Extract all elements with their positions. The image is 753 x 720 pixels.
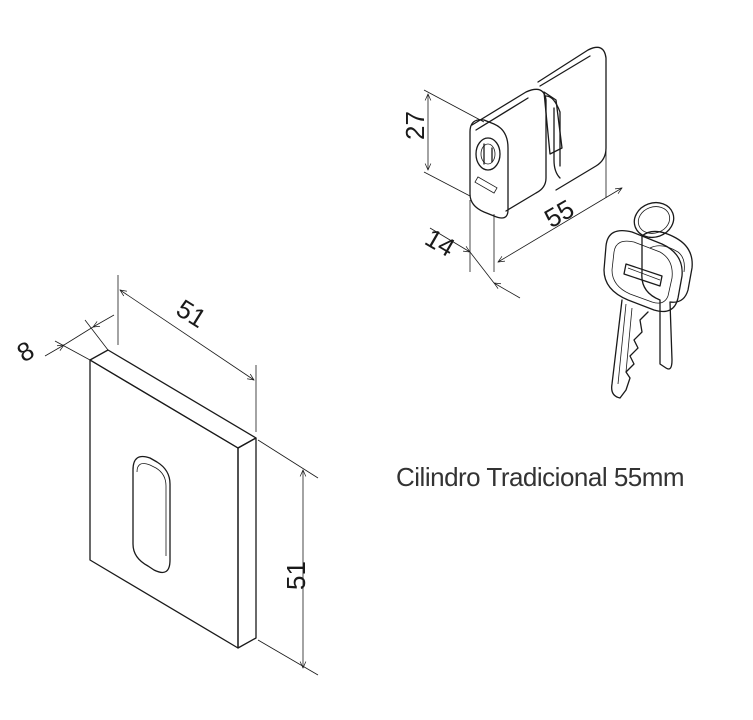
key-ring <box>633 201 675 239</box>
cylinder-rear-body <box>537 46 607 191</box>
keys-drawing <box>603 201 693 399</box>
caption: Cilindro Tradicional 55mm <box>396 462 685 492</box>
key-head-slot <box>623 263 663 287</box>
rosette-width-label: 51 <box>171 293 211 334</box>
key-front-head <box>603 229 683 313</box>
rosette-height-label: 51 <box>281 561 311 590</box>
rosette-side-face <box>237 437 257 649</box>
cylinder-front-face <box>469 119 509 219</box>
cylinder-depth-label: 14 <box>420 222 460 262</box>
key-back <box>641 230 693 370</box>
cylinder-keyway <box>475 137 501 171</box>
cylinder-drawing: 27 55 14 <box>400 46 622 299</box>
key-front-blade <box>611 299 649 399</box>
cylinder-length-label: 55 <box>539 193 579 233</box>
rosette-keyhole-inner <box>136 463 167 556</box>
cylinder-brand-mark <box>474 176 498 194</box>
rosette-thickness-label: 8 <box>12 335 40 368</box>
rosette-drawing: 8 51 51 <box>12 275 319 676</box>
cylinder-height-label: 27 <box>400 111 430 140</box>
cylinder-front-body <box>471 88 547 212</box>
cylinder-cam <box>543 91 563 155</box>
rosette-front-face <box>89 359 239 649</box>
rosette-keyhole <box>132 455 171 574</box>
